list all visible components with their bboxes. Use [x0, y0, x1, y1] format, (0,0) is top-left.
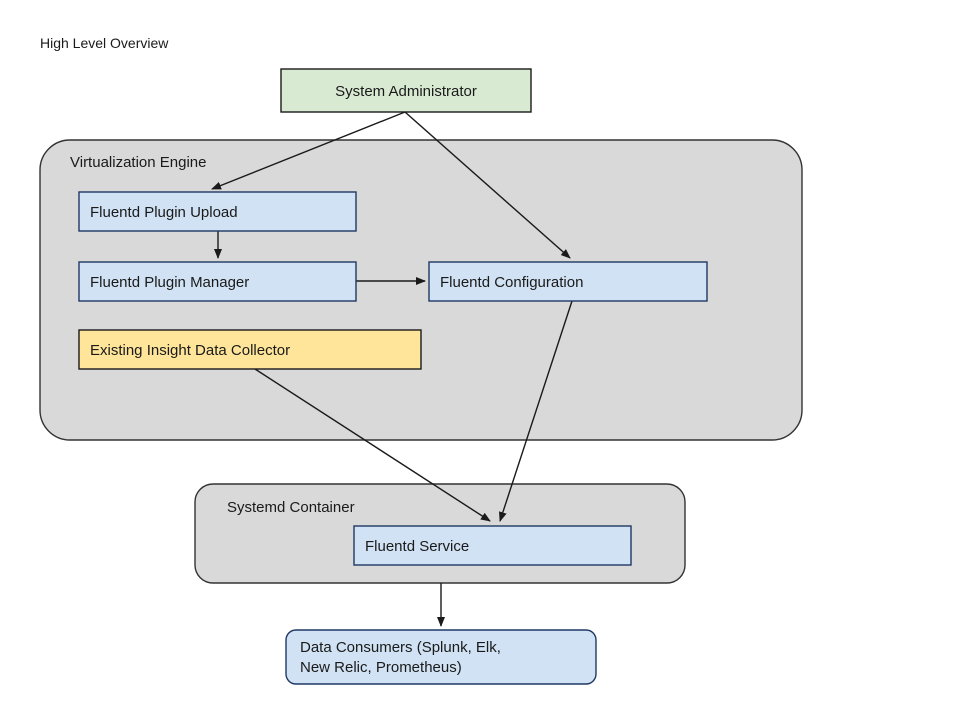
virtualization-engine-label: Virtualization Engine	[70, 154, 206, 171]
node-fluentd-configuration[interactable]: Fluentd Configuration	[428, 261, 708, 302]
node-data-consumers[interactable]: Data Consumers (Splunk, Elk, New Relic, …	[285, 629, 597, 685]
edge-insight-collector-to-fluentd-service	[254, 368, 491, 522]
fluentd-plugin-upload-label: Fluentd Plugin Upload	[90, 204, 238, 221]
fluentd-plugin-upload-box[interactable]	[78, 191, 357, 232]
node-existing-insight-data-collector[interactable]: Existing Insight Data Collector	[78, 329, 422, 370]
fluentd-configuration-label: Fluentd Configuration	[440, 274, 583, 291]
data-consumers-label-line1: Data Consumers (Splunk, Elk,	[300, 639, 501, 656]
data-consumers-label-line2: New Relic, Prometheus)	[300, 659, 462, 676]
fluentd-plugin-manager-label: Fluentd Plugin Manager	[90, 274, 249, 291]
node-system-administrator[interactable]: System Administrator	[280, 68, 532, 113]
fluentd-service-label: Fluentd Service	[365, 538, 469, 555]
system-administrator-box[interactable]	[280, 68, 532, 113]
data-consumers-box[interactable]	[285, 629, 597, 685]
edge-admin-to-fluentd-configuration	[404, 111, 571, 259]
edge-admin-to-plugin-upload	[211, 111, 406, 190]
node-fluentd-plugin-upload[interactable]: Fluentd Plugin Upload	[78, 191, 357, 232]
node-fluentd-service[interactable]: Fluentd Service	[353, 525, 632, 566]
system-administrator-label: System Administrator	[335, 83, 477, 100]
fluentd-configuration-box[interactable]	[428, 261, 708, 302]
node-fluentd-plugin-manager[interactable]: Fluentd Plugin Manager	[78, 261, 357, 302]
fluentd-service-box[interactable]	[353, 525, 632, 566]
diagram-title: High Level Overview	[40, 35, 169, 51]
existing-insight-data-collector-box[interactable]	[78, 329, 422, 370]
edge-fluentd-configuration-to-fluentd-service	[498, 300, 573, 522]
systemd-container-label: Systemd Container	[227, 499, 355, 516]
existing-insight-data-collector-label: Existing Insight Data Collector	[90, 342, 290, 359]
fluentd-plugin-manager-box[interactable]	[78, 261, 357, 302]
